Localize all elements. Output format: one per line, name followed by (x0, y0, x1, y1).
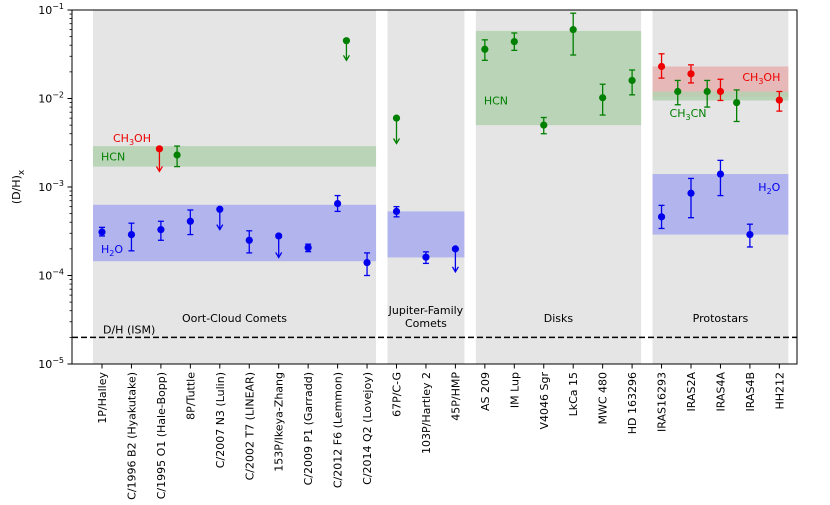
x-tick-label-103p-hartley-2: 103P/Hartley 2 (420, 372, 433, 454)
x-tick-label-67p-c-g: 67P/C-G (391, 372, 404, 417)
point-ch3oh-1 (657, 62, 666, 71)
band-hcn-3 (475, 30, 642, 126)
point-h2o-11 (422, 253, 430, 261)
point-ch3oh-0-arrow-head (155, 166, 163, 173)
y-tick-label: 10−3 (38, 179, 64, 194)
x-tick-label-iras16293: IRAS16293 (656, 372, 669, 432)
x-tick-label-lkca-15: LkCa 15 (567, 372, 580, 416)
y-axis-label-main: (D/H) (10, 175, 23, 204)
point-hcn-7 (599, 94, 607, 102)
group-label-protostars: Protostars (693, 312, 749, 325)
x-tick-label-c-2002-t7-linear: C/2002 T7 (LINEAR) (243, 372, 256, 480)
y-tick-label: 10−4 (38, 268, 64, 283)
x-tick-label-c-1996-b2-hyakutake: C/1996 B2 (Hyakutake) (125, 372, 138, 500)
point-ch3cn-0 (674, 87, 682, 96)
group-panel-oort-cloud-comets (93, 10, 377, 364)
point-ch3cn-2 (733, 98, 741, 107)
x-tick-label-8p-tuttle: 8P/Tuttle (184, 372, 197, 420)
point-hcn-2-arrow-head (392, 138, 401, 145)
point-ch3oh-0 (155, 145, 164, 153)
x-tick-label-hh212: HH212 (773, 372, 786, 410)
x-tick-label-iras2a: IRAS2A (685, 372, 698, 412)
point-h2o-4-arrow-head (216, 224, 224, 231)
point-ch3oh-2 (687, 70, 695, 78)
point-hcn-0 (173, 151, 181, 159)
data-points (98, 26, 783, 267)
x-tick-label-v4046-sgr: V4046 Sgr (538, 372, 551, 430)
point-hcn-6 (569, 26, 577, 34)
band-label-hcn: HCN (484, 94, 508, 107)
point-h2o-1 (127, 230, 136, 239)
point-hcn-5 (540, 121, 548, 129)
point-h2o-7 (304, 244, 312, 252)
point-h2o-14 (687, 189, 695, 197)
point-h2o-6-arrow-head (275, 252, 283, 259)
y-axis-label-sub: x (17, 169, 27, 175)
x-tick-label-hd-163296: HD 163296 (626, 372, 639, 434)
x-tick-label-c-2007-n3-lulin: C/2007 N3 (Lulin) (214, 372, 227, 468)
point-h2o-4 (216, 205, 224, 213)
band-unnamed-2 (387, 211, 465, 258)
point-h2o-0 (98, 228, 106, 236)
point-h2o-5 (245, 236, 253, 244)
group-label-disks: Disks (544, 312, 574, 325)
point-ch3oh-4 (775, 96, 783, 104)
band-label-h2o: H2O (101, 243, 123, 258)
group-panel-jupiter-family-comets (387, 10, 465, 364)
x-tick-label-im-lup: IM Lup (508, 372, 521, 408)
band-label-h2o: H2O (758, 181, 780, 196)
group-label-oort-cloud-comets: Oort-Cloud Comets (182, 312, 287, 325)
x-tick-label-c-2014-q2-lovejoy: C/2014 Q2 (Lovejoy) (361, 372, 374, 485)
point-h2o-15 (716, 170, 725, 178)
y-axis-label: (D/H)x (10, 169, 27, 204)
y-tick-label: 10−5 (38, 356, 64, 371)
x-tick-label-mwc-480: MWC 480 (597, 372, 610, 425)
x-tick-label-iras4a: IRAS4A (714, 372, 727, 412)
point-h2o-16 (746, 230, 754, 239)
point-h2o-3 (186, 217, 194, 225)
point-h2o-9 (363, 258, 371, 267)
x-tick-label-c-2009-p1-garradd: C/2009 P1 (Garradd) (302, 372, 315, 485)
band-label-hcn: HCN (101, 151, 125, 164)
band-h2o-0 (93, 204, 377, 262)
band-hcn-1 (93, 146, 377, 167)
x-tick-label-iras4b: IRAS4B (744, 372, 757, 412)
point-h2o-2 (157, 226, 165, 234)
x-tick-label-c-2012-f6-lemmon: C/2012 F6 (Lemmon) (332, 372, 345, 488)
y-tick-label: 10−2 (38, 91, 64, 106)
point-h2o-8 (334, 199, 342, 208)
point-hcn-1 (342, 37, 351, 45)
band-label-ch3oh: CH3OH (113, 132, 151, 147)
point-h2o-12-arrow-head (451, 266, 459, 274)
point-h2o-10 (392, 207, 401, 216)
axes: 10−5 10−4 10−3 10−2 10−1 1P/Halley C/1996 B2 (… (38, 2, 786, 500)
point-hcn-3 (481, 45, 489, 53)
band-label-ch3cn: CH3CN (670, 107, 707, 122)
point-hcn-1-arrow-head (342, 54, 350, 62)
y-tick-label: 10−1 (38, 2, 64, 17)
point-hcn-4 (510, 37, 518, 46)
point-h2o-12 (451, 245, 459, 253)
point-hcn-8 (628, 76, 636, 85)
point-hcn-2 (392, 114, 401, 122)
point-h2o-13 (657, 213, 666, 221)
point-h2o-6 (275, 232, 283, 240)
x-tick-label-45p-hmp: 45P/HMP (449, 372, 462, 421)
x-tick-label-c-1995-o1-hale-bopp: C/1995 O1 (Hale-Bopp) (155, 372, 168, 499)
point-ch3oh-3 (716, 87, 725, 96)
ism-reference-label: D/H (ISM) (103, 323, 155, 336)
x-tick-label-as-209: AS 209 (479, 372, 492, 411)
point-ch3cn-1 (703, 87, 711, 96)
x-tick-label-1p-halley: 1P/Halley (96, 372, 109, 424)
band-label-ch3oh: CH3OH (742, 71, 780, 86)
x-tick-label-153p-ikeya-zhang: 153P/Ikeya-Zhang (273, 372, 286, 472)
